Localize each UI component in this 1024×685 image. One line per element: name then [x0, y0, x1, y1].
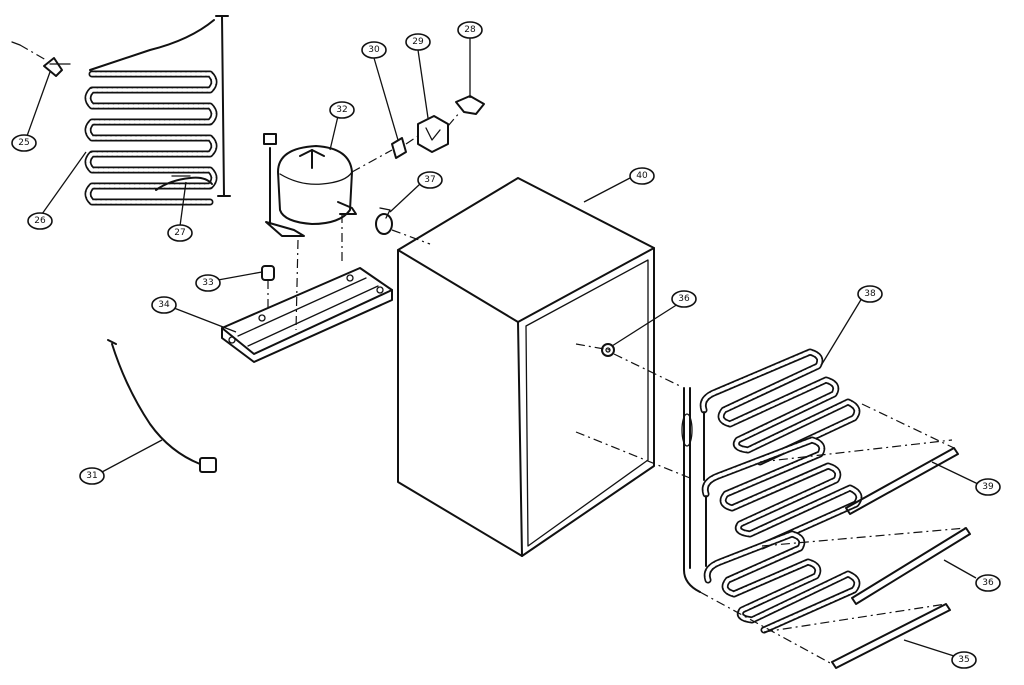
part-26-condenser-coil [84, 15, 231, 206]
callout-label: 30 [368, 45, 380, 55]
callout-label: 32 [336, 105, 347, 115]
callout-39: 39 [975, 478, 1001, 496]
callout-label: 27 [174, 228, 185, 238]
callout-label: 34 [158, 300, 170, 310]
callout-label: 35 [958, 655, 969, 665]
part-36-grommet [601, 343, 681, 387]
part-28-clamp [447, 95, 485, 127]
callout-label: 33 [202, 278, 213, 288]
part-33-grommet [261, 265, 275, 310]
callout-label: 39 [982, 482, 994, 492]
callout-label: 26 [34, 216, 46, 226]
callout-label: 28 [464, 25, 476, 35]
part-29-bracket [405, 115, 449, 153]
callout-34: 34 [151, 296, 177, 314]
part-27-tube [155, 175, 213, 191]
part-39-rod [759, 403, 959, 515]
callout-36-upper: 36 [671, 290, 697, 308]
part-36-rod [761, 527, 971, 605]
callout-38: 38 [857, 285, 883, 303]
leader-lines [26, 38, 979, 657]
part-25-screw-clip [11, 41, 71, 77]
callout-31: 31 [79, 467, 105, 485]
callout-label: 36 [982, 578, 994, 588]
callout-label: 29 [412, 37, 424, 47]
callout-40: 40 [629, 167, 655, 185]
callout-30: 30 [361, 41, 387, 59]
callout-28: 28 [457, 21, 483, 39]
callout-label: 40 [636, 171, 648, 181]
callout-37: 37 [417, 171, 443, 189]
part-35-rod [699, 591, 951, 669]
callout-29: 29 [405, 33, 431, 51]
callout-27: 27 [167, 224, 193, 242]
part-38-evaporator [681, 348, 863, 634]
callout-33: 33 [195, 274, 221, 292]
part-40-cabinet [397, 177, 691, 557]
callout-label: 25 [18, 138, 29, 148]
part-30-clip [351, 137, 407, 173]
callout-32: 32 [329, 101, 355, 119]
part-34-base-plate [221, 267, 393, 363]
callout-25: 25 [11, 134, 37, 152]
callout-36-lower: 36 [975, 574, 1001, 592]
callout-26: 26 [27, 212, 53, 230]
callout-label: 31 [86, 471, 97, 481]
callout-label: 36 [678, 294, 690, 304]
part-32-compressor [263, 133, 357, 331]
part-31-power-cord [107, 339, 217, 473]
callout-35: 35 [951, 651, 977, 669]
callout-label: 37 [424, 175, 435, 185]
part-37-relay [375, 207, 431, 245]
callout-label: 38 [864, 289, 876, 299]
